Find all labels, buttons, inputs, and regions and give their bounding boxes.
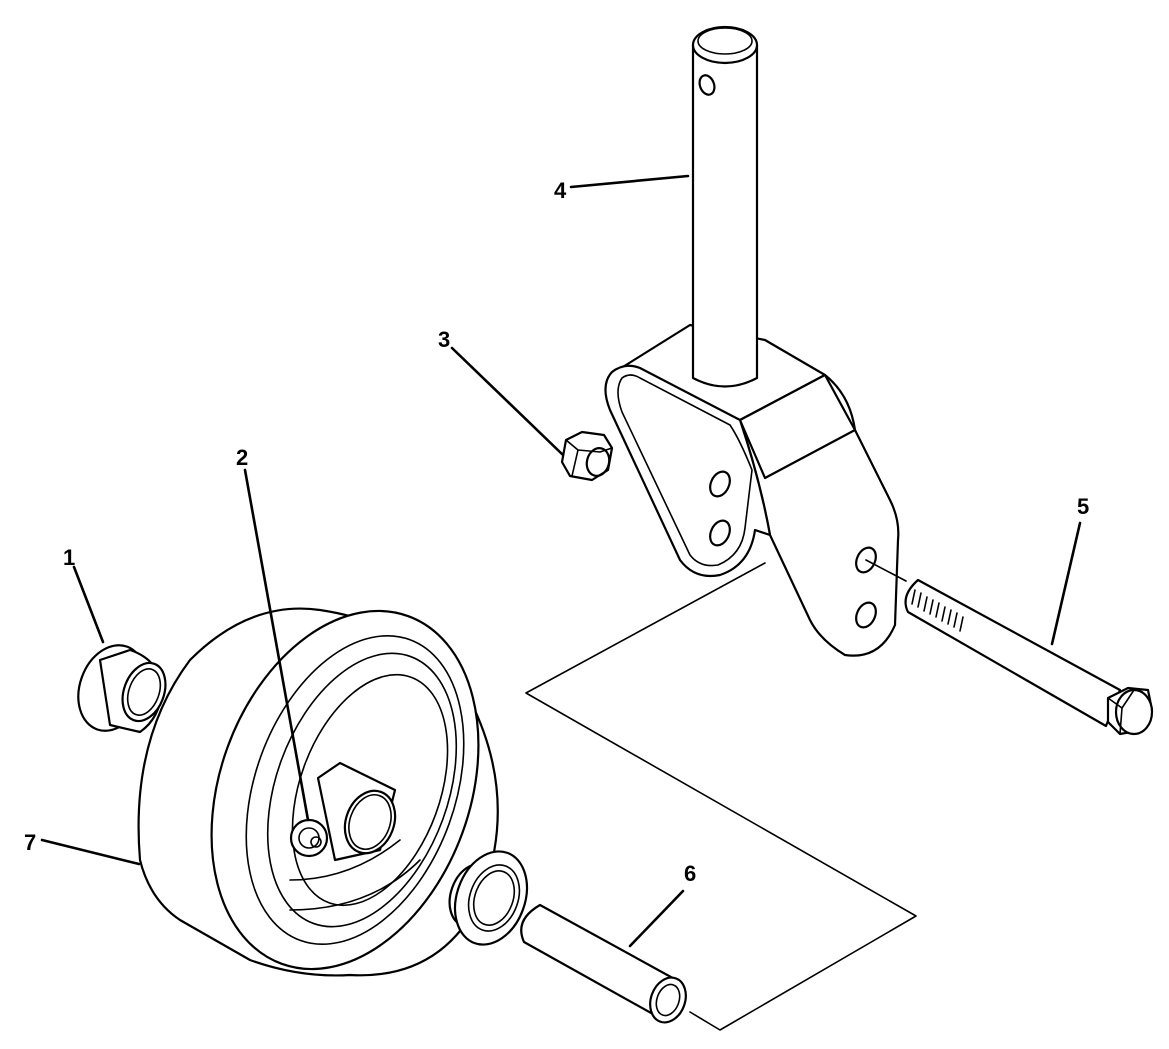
callout-7: 7 (24, 830, 36, 855)
callout-leaders (40, 174, 1082, 948)
callout-6: 6 (684, 861, 696, 886)
bolt-part (865, 559, 1154, 736)
callout-labels: 1 2 3 4 5 6 7 (24, 178, 1089, 886)
flanged-bushing-right-part (448, 850, 529, 946)
callout-4: 4 (554, 178, 567, 203)
caster-fork-part (604, 25, 900, 657)
callout-1: 1 (63, 545, 75, 570)
callout-5: 5 (1077, 494, 1089, 519)
callout-2: 2 (236, 445, 248, 470)
assembly-guide-lines (525, 562, 917, 1031)
spacer-tube-part (520, 903, 687, 1024)
flanged-bushing-part (77, 644, 167, 734)
callout-3: 3 (438, 327, 450, 352)
wheel-part (137, 607, 499, 977)
lock-nut-part (560, 430, 614, 482)
